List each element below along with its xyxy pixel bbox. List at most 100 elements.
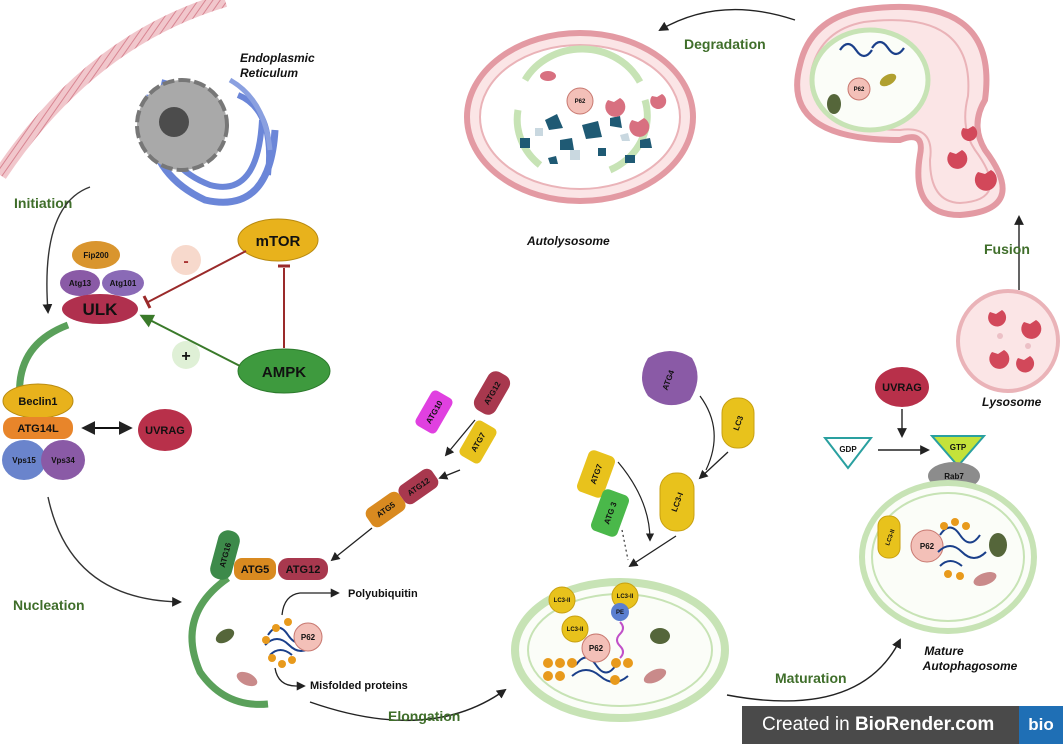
uvrag-label-right: UVRAG: [882, 382, 922, 394]
stage-nucleation: Nucleation: [13, 597, 85, 613]
lc3ii-label-b: LC3-II: [567, 627, 584, 633]
lysosome-enzymes: [988, 310, 1042, 373]
lc3ii-node-a: [548, 586, 576, 614]
ubiquitin-chain: [543, 658, 633, 685]
lc3ii-label-a: LC3-II: [554, 598, 571, 604]
minus-label: -: [183, 253, 188, 270]
p62-node-elong: [293, 622, 323, 652]
er-fragment-mature: [973, 572, 997, 586]
p62-node-fusion: [847, 77, 871, 101]
nucleolus: [159, 107, 189, 137]
mitochondrion-auto: [650, 628, 670, 644]
vps34-label: Vps34: [51, 456, 75, 465]
atg5-lower-node: [234, 558, 276, 580]
ulk-complex: Fip200 Atg13 Atg101 ULK: [60, 241, 144, 324]
mature-label-line2: Autophagosome: [922, 659, 1018, 673]
uvrag-label-left: UVRAG: [145, 425, 185, 437]
mtor-label: mTOR: [256, 233, 301, 250]
lc3ii-label-mature: LC3-II: [885, 529, 896, 547]
er-label-line1: Endoplasmic: [240, 51, 315, 65]
atg7-mid-node: ATG7: [459, 420, 497, 464]
autophagosome-forming: [511, 578, 729, 722]
lysosome-label: Lysosome: [982, 395, 1042, 409]
beclin1-label: Beclin1: [18, 396, 57, 408]
arrow-initiation: [42, 186, 91, 314]
watermark-brand: BioRender.com: [854, 714, 995, 735]
ampk-activates-ulk: [139, 314, 241, 367]
p62-node-degrade: [566, 87, 594, 115]
stage-initiation: Initiation: [14, 195, 72, 211]
mitochondrion-mature: [989, 533, 1007, 557]
beclin1-complex: Beclin1 ATG14L Vps15 Vps34: [2, 383, 85, 480]
atg5-lower-label: ATG5: [241, 564, 270, 576]
mitochondrion-elong: [215, 628, 235, 644]
ampk-node: [237, 348, 331, 394]
stage-elongation: Elongation: [388, 708, 460, 724]
ulk-label: ULK: [83, 300, 119, 319]
stage-maturation: Maturation: [775, 670, 847, 686]
atg7-right-node: ATG7: [577, 450, 615, 498]
er-fragment-elong: [236, 671, 258, 687]
inner-autophagosome: [809, 27, 931, 133]
gtp-triangle: [929, 435, 987, 468]
pe-node: [611, 603, 629, 621]
arrow-nucleation: [47, 496, 182, 607]
mature-label-line1: Mature: [924, 644, 964, 658]
arrow-maturation: [726, 638, 901, 702]
p62-node-mature: [910, 529, 944, 563]
uvrag-node-right: [875, 367, 929, 407]
biorender-watermark: Created in BioRender.com bio: [742, 706, 1063, 744]
endoplasmic-reticulum: [135, 77, 279, 206]
gtp-label: GTP: [950, 443, 967, 452]
mtor-node: [237, 218, 319, 262]
atg4-node: [642, 351, 698, 406]
biorender-logo-icon: bio: [1019, 706, 1063, 744]
polyubiquitin-label: Polyubiquitin: [348, 588, 418, 600]
rab7-label: Rab7: [944, 472, 964, 481]
stage-fusion: Fusion: [984, 241, 1030, 257]
watermark-prefix: Created in: [762, 714, 855, 735]
autolysosome: P62: [464, 30, 696, 204]
cell-membrane-arc: [0, 0, 227, 179]
p62-label-degrade: P62: [575, 99, 586, 105]
stage-degradation: Degradation: [684, 36, 766, 52]
elongating-phagophore: [188, 575, 269, 708]
er-label-line2: Reticulum: [240, 66, 298, 80]
autolysosome-label: Autolysosome: [526, 234, 610, 248]
atg12-lower-node: [278, 558, 328, 580]
arrow-elongation: [309, 688, 507, 721]
lysosome: [956, 289, 1060, 393]
p62-label-auto: P62: [589, 644, 604, 653]
fip200-label: Fip200: [83, 251, 109, 260]
lc3ii-node-mature: [877, 515, 901, 559]
p62-label-elong: P62: [301, 633, 316, 642]
gdp-label: GDP: [839, 445, 857, 454]
er-fragment-auto: [643, 668, 667, 684]
atg13-label: Atg13: [69, 279, 92, 288]
gdp-triangle: [822, 437, 874, 470]
atg3-node: ATG 3: [591, 489, 629, 537]
p62-node-auto: [581, 633, 611, 663]
atg12-top-node: ATG12: [473, 371, 511, 415]
vps15-label: Vps15: [12, 456, 36, 465]
atg5-atg12-conjugate: ATG5 ATG12: [365, 468, 439, 528]
atg14l-label: ATG14L: [17, 423, 59, 435]
atg16-node: ATG16: [210, 530, 240, 580]
pe-label: PE: [616, 610, 624, 616]
lc3-node: [721, 397, 755, 449]
uvrag-node-left: [138, 409, 192, 451]
arrow-degradation: [658, 8, 796, 31]
ampk-label: AMPK: [262, 364, 306, 381]
lc3ii-node-b: [561, 615, 589, 643]
minus-badge: [171, 245, 201, 275]
atg12-lower-label: ATG12: [286, 564, 321, 576]
misfolded-label: Misfolded proteins: [310, 680, 408, 692]
plus-label: +: [181, 348, 190, 365]
mature-autophagosome: [859, 480, 1037, 634]
fusing-vesicles: P62: [794, 3, 1006, 219]
cargo-cluster: P62: [215, 618, 323, 687]
plus-badge: [172, 341, 200, 369]
atg101-label: Atg101: [110, 279, 137, 288]
mtor-inhibits-ulk: [147, 250, 247, 303]
